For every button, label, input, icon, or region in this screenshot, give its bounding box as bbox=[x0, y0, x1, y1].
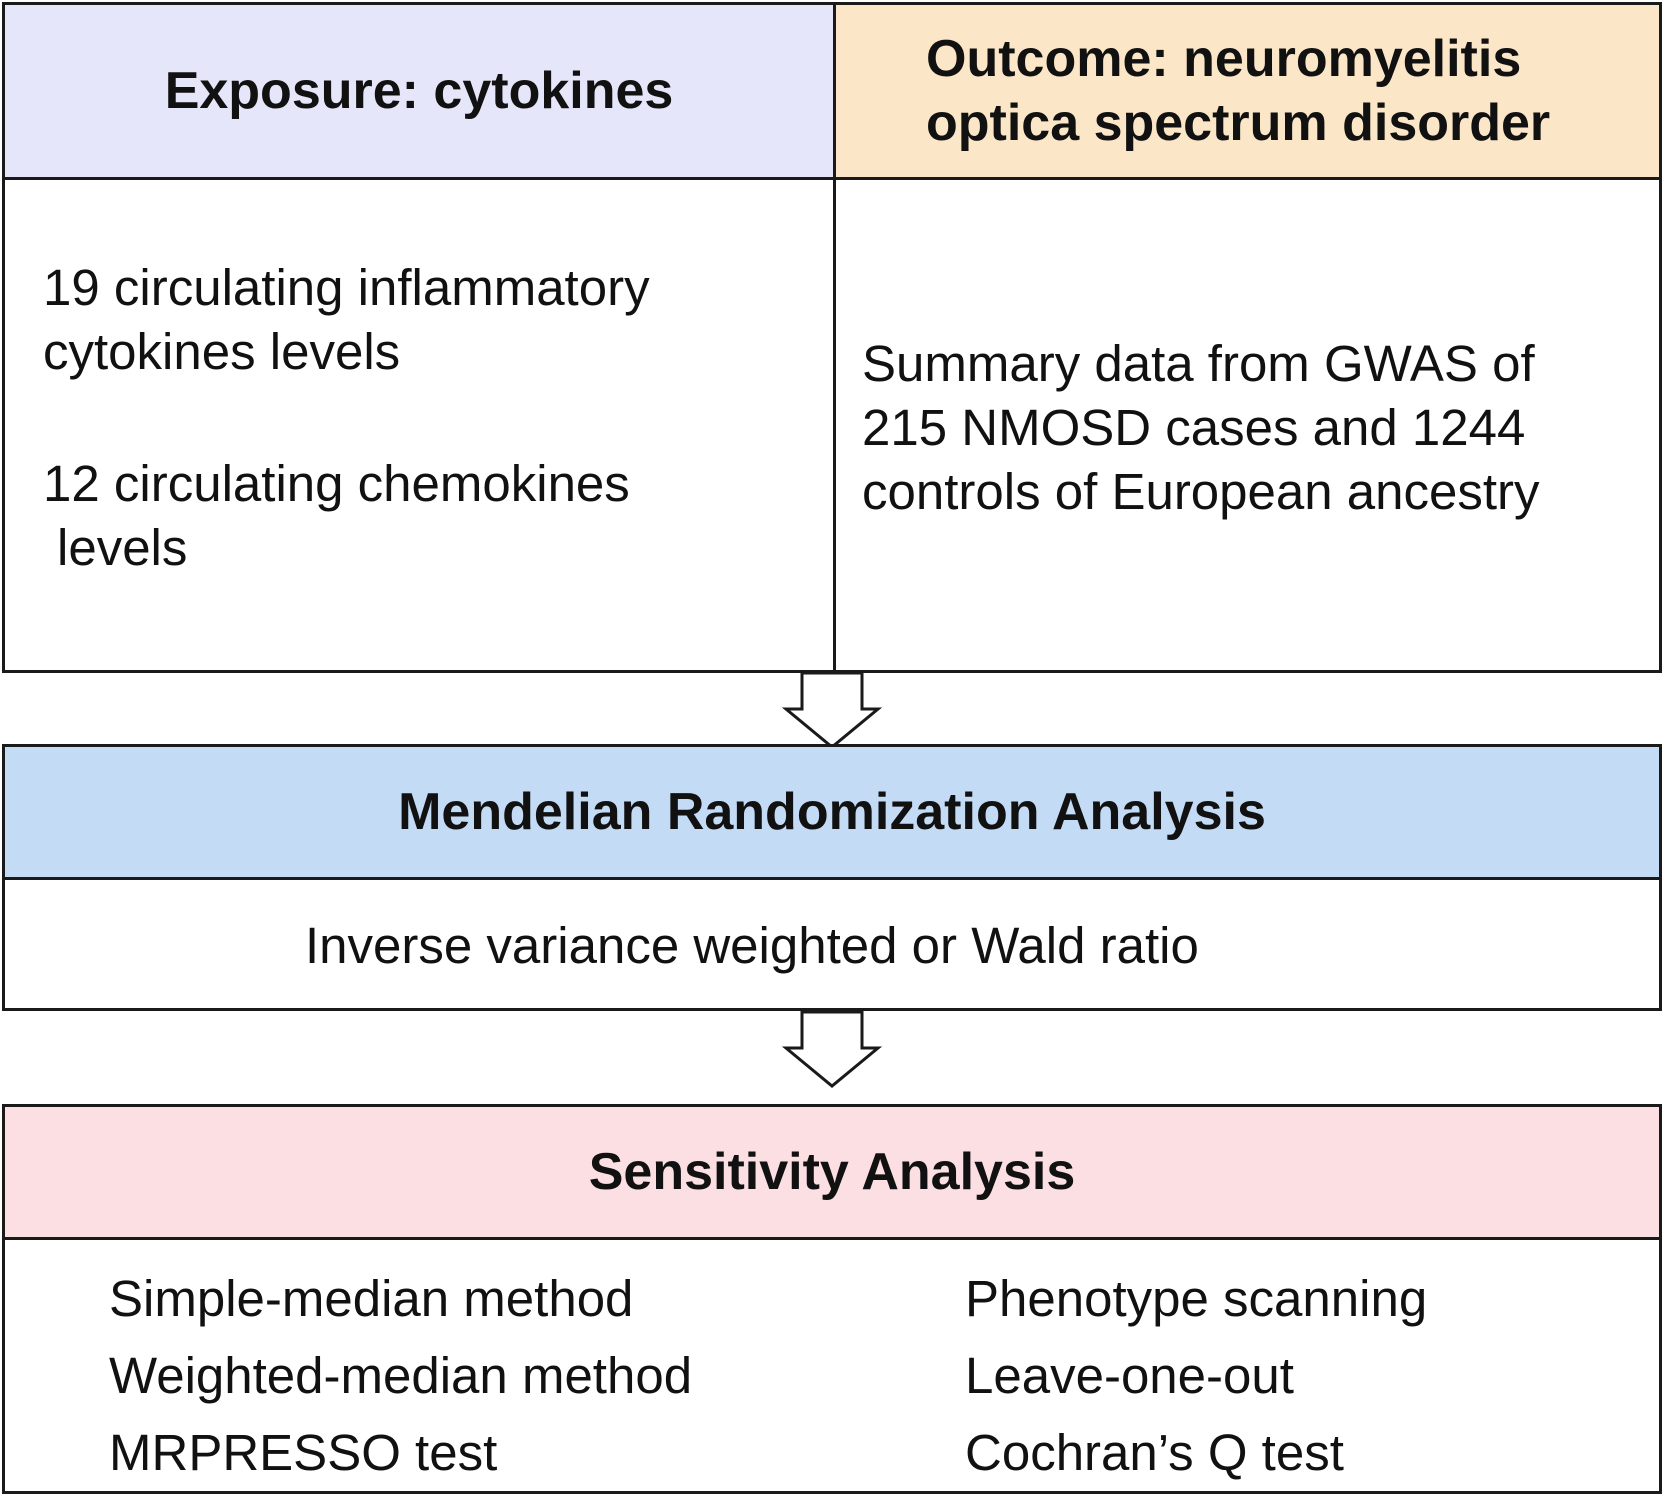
sensitivity-methods-left: Simple-median method Weighted-median met… bbox=[109, 1260, 692, 1491]
mr-analysis-body: Inverse variance weighted or Wald ratio bbox=[2, 877, 1662, 1011]
sensitivity-methods-right: Phenotype scanning Leave-one-out Cochran… bbox=[965, 1260, 1427, 1491]
sensitivity-method: Simple-median method bbox=[109, 1270, 634, 1327]
outcome-description-line: controls of European ancestry bbox=[862, 463, 1540, 520]
exposure-item-line: 19 circulating inflammatory bbox=[43, 259, 650, 316]
sensitivity-method: MRPRESSO test bbox=[109, 1424, 498, 1481]
mr-analysis-title: Mendelian Randomization Analysis bbox=[398, 783, 1266, 841]
sensitivity-method: Leave-one-out bbox=[965, 1347, 1294, 1404]
sensitivity-analysis-title: Sensitivity Analysis bbox=[588, 1143, 1076, 1201]
outcome-description: Summary data from GWAS of 215 NMOSD case… bbox=[862, 332, 1540, 524]
outcome-title: Outcome: neuromyelitis optica spectrum d… bbox=[926, 27, 1550, 155]
exposure-item-cytokines: 19 circulating inflammatory cytokines le… bbox=[43, 256, 650, 384]
exposure-body: 19 circulating inflammatory cytokines le… bbox=[2, 177, 836, 673]
outcome-title-line: Outcome: neuromyelitis bbox=[926, 30, 1522, 88]
down-arrow-icon bbox=[782, 671, 882, 749]
mr-analysis-header: Mendelian Randomization Analysis bbox=[2, 744, 1662, 880]
outcome-title-line: optica spectrum disorder bbox=[926, 94, 1551, 152]
sensitivity-analysis-body: Simple-median method Weighted-median met… bbox=[2, 1237, 1662, 1494]
exposure-item-line: levels bbox=[57, 519, 188, 576]
sensitivity-method: Phenotype scanning bbox=[965, 1270, 1428, 1327]
exposure-item-line: cytokines levels bbox=[43, 323, 401, 380]
mr-analysis-method: Inverse variance weighted or Wald ratio bbox=[305, 917, 1199, 974]
down-arrow-icon bbox=[782, 1010, 882, 1088]
exposure-item-chemokines: 12 circulating chemokines levels bbox=[43, 452, 630, 580]
exposure-title: Exposure: cytokines bbox=[164, 62, 674, 120]
exposure-header: Exposure: cytokines bbox=[2, 2, 836, 180]
outcome-description-line: Summary data from GWAS of bbox=[862, 335, 1535, 392]
sensitivity-analysis-header: Sensitivity Analysis bbox=[2, 1104, 1662, 1240]
outcome-body: Summary data from GWAS of 215 NMOSD case… bbox=[833, 177, 1662, 673]
sensitivity-method: Weighted-median method bbox=[109, 1347, 693, 1404]
sensitivity-method: Cochran’s Q test bbox=[965, 1424, 1344, 1481]
exposure-item-line: 12 circulating chemokines bbox=[43, 455, 630, 512]
outcome-header: Outcome: neuromyelitis optica spectrum d… bbox=[833, 2, 1662, 180]
outcome-description-line: 215 NMOSD cases and 1244 bbox=[862, 399, 1526, 456]
